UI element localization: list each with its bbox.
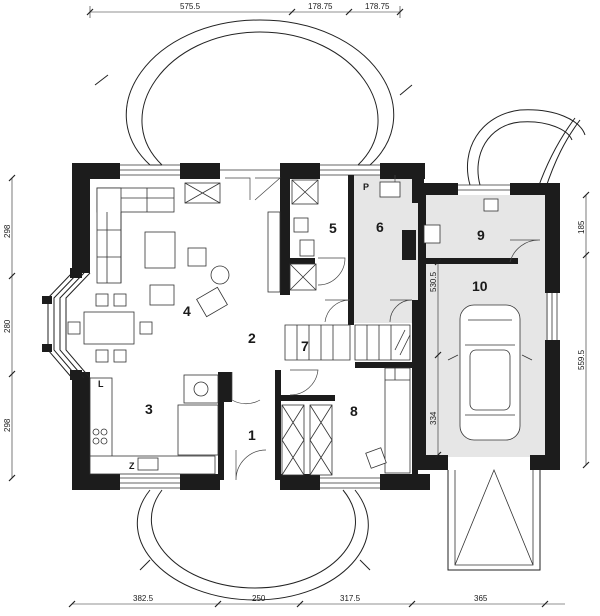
room-7-label: 7 [301, 338, 309, 354]
dim-bottom-3: 317.5 [340, 594, 361, 603]
dim-top-1: 575.5 [180, 2, 201, 11]
bay-window [42, 268, 91, 380]
staircase [284, 324, 411, 361]
sink-mark: Z [129, 461, 135, 471]
dim-right-2: 559.5 [577, 349, 586, 370]
dim-bottom-4: 365 [474, 594, 488, 603]
room-9-label: 9 [477, 227, 485, 243]
stove-mark: L [98, 379, 104, 389]
car-icon [447, 304, 533, 441]
interior-walls [218, 175, 518, 480]
room-3-label: 3 [145, 401, 153, 417]
bathroom-fixtures [289, 179, 319, 291]
room-labels: 1 2 3 4 5 6 7 8 9 10 [145, 219, 488, 443]
room-10-label: 10 [472, 278, 488, 294]
garden-arcs [94, 19, 586, 601]
exterior-walls [72, 163, 560, 490]
pantry-mark: P [363, 182, 369, 192]
living-room-furniture [67, 182, 281, 363]
dim-left-2: 280 [3, 319, 12, 333]
room-4-label: 4 [183, 303, 191, 319]
dimension-left: 298 280 298 [3, 174, 16, 482]
room8-furniture [281, 367, 411, 476]
windows [120, 164, 558, 489]
dim-interior-2: 334 [429, 411, 438, 425]
dimension-top: 575.5 178.75 178.75 [86, 2, 404, 18]
dim-top-3: 178.75 [365, 2, 390, 11]
dimension-bottom: 382.5 250 317.5 365 [68, 594, 565, 608]
dim-right-1: 185 [577, 220, 586, 234]
room-1-label: 1 [248, 427, 256, 443]
room-5-label: 5 [329, 220, 337, 236]
dim-bottom-1: 382.5 [133, 594, 154, 603]
dim-left-3: 298 [3, 418, 12, 432]
dim-left-1: 298 [3, 224, 12, 238]
kitchen-furniture [89, 374, 219, 475]
room-2-label: 2 [248, 330, 256, 346]
dim-top-2: 178.75 [308, 2, 333, 11]
fixture-marks: P L Z [98, 182, 369, 471]
stove-icon [92, 428, 108, 445]
room-8-label: 8 [350, 403, 358, 419]
utility-fixtures [379, 181, 499, 244]
dim-interior-1: 530.5 [429, 271, 438, 292]
dimension-interior: 530.5 334 [429, 258, 442, 459]
room-6-label: 6 [376, 219, 384, 235]
dim-bottom-2: 250 [252, 594, 266, 603]
dimension-right: 185 559.5 [577, 191, 590, 469]
driveway [447, 468, 541, 571]
